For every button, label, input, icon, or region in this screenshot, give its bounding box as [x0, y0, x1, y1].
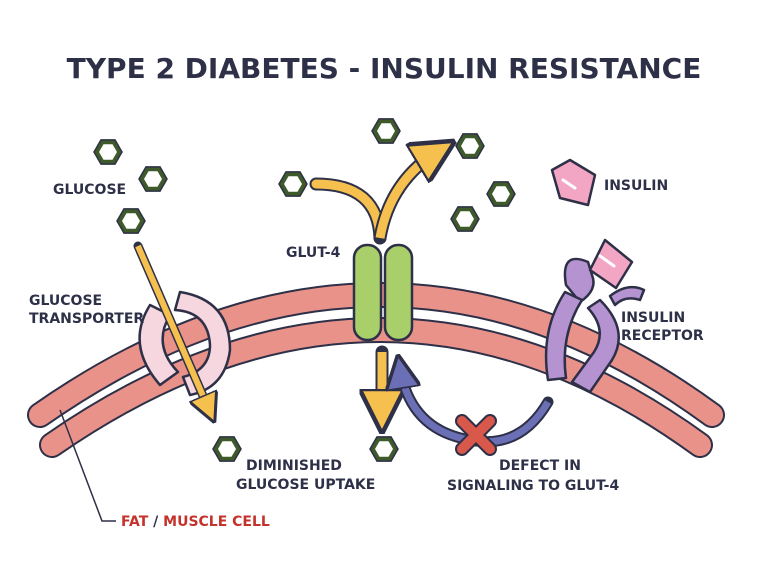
glucose-hexagon-center	[218, 441, 236, 457]
glucose-hexagon-center	[377, 123, 395, 139]
insulin-receptor-label-line2: RECEPTOR	[621, 328, 704, 344]
defect-cross-icon	[455, 414, 497, 456]
glucose-transporter	[138, 290, 232, 397]
fat-label: FAT	[121, 514, 149, 530]
glucose-hexagon-center	[461, 138, 479, 154]
diminished-label-line2: GLUCOSE UPTAKE	[236, 477, 375, 493]
glucose-hexagon-center	[375, 441, 393, 457]
uptake-arrow	[135, 244, 210, 412]
insulin-crystal-icon	[588, 238, 634, 290]
diminished-label-line1: DIMINISHED	[246, 458, 342, 474]
glut4-label: GLUT-4	[286, 245, 341, 261]
muscle-cell-label: MUSCLE CELL	[163, 514, 270, 530]
glucose-transporter-label-line2: TRANSPORTER	[29, 311, 144, 327]
glut4-inflow-arrow	[309, 150, 440, 245]
glut4-channel	[352, 243, 414, 342]
cell-label-pointer	[59, 409, 116, 522]
insulin-crystal-icon	[550, 158, 597, 207]
page-title: TYPE 2 DIABETES - INSULIN RESISTANCE	[67, 52, 702, 85]
glucose-label: GLUCOSE	[53, 182, 126, 198]
insulin-label: INSULIN	[604, 178, 668, 194]
glucose-hexagon-center	[99, 144, 117, 160]
glucose-hexagon-center	[456, 211, 474, 227]
glucose-transporter-label-line1: GLUCOSE	[29, 293, 102, 309]
insulin-receptor-label-line1: INSULIN	[621, 310, 685, 326]
glucose-hexagon-center	[144, 171, 162, 187]
insulin-receptor	[544, 257, 646, 394]
glucose-hexagon-center	[492, 186, 510, 202]
defect-label-line2: SIGNALING TO GLUT-4	[447, 478, 619, 494]
fat-muscle-cell-label: FAT / MUSCLE CELL	[121, 514, 270, 530]
glucose-hexagon-center	[284, 176, 302, 192]
separator-label: /	[148, 514, 163, 530]
glucose-hexagon-center	[122, 213, 140, 229]
glucose-molecules	[93, 118, 516, 462]
defect-label-line1: DEFECT IN	[499, 458, 581, 474]
